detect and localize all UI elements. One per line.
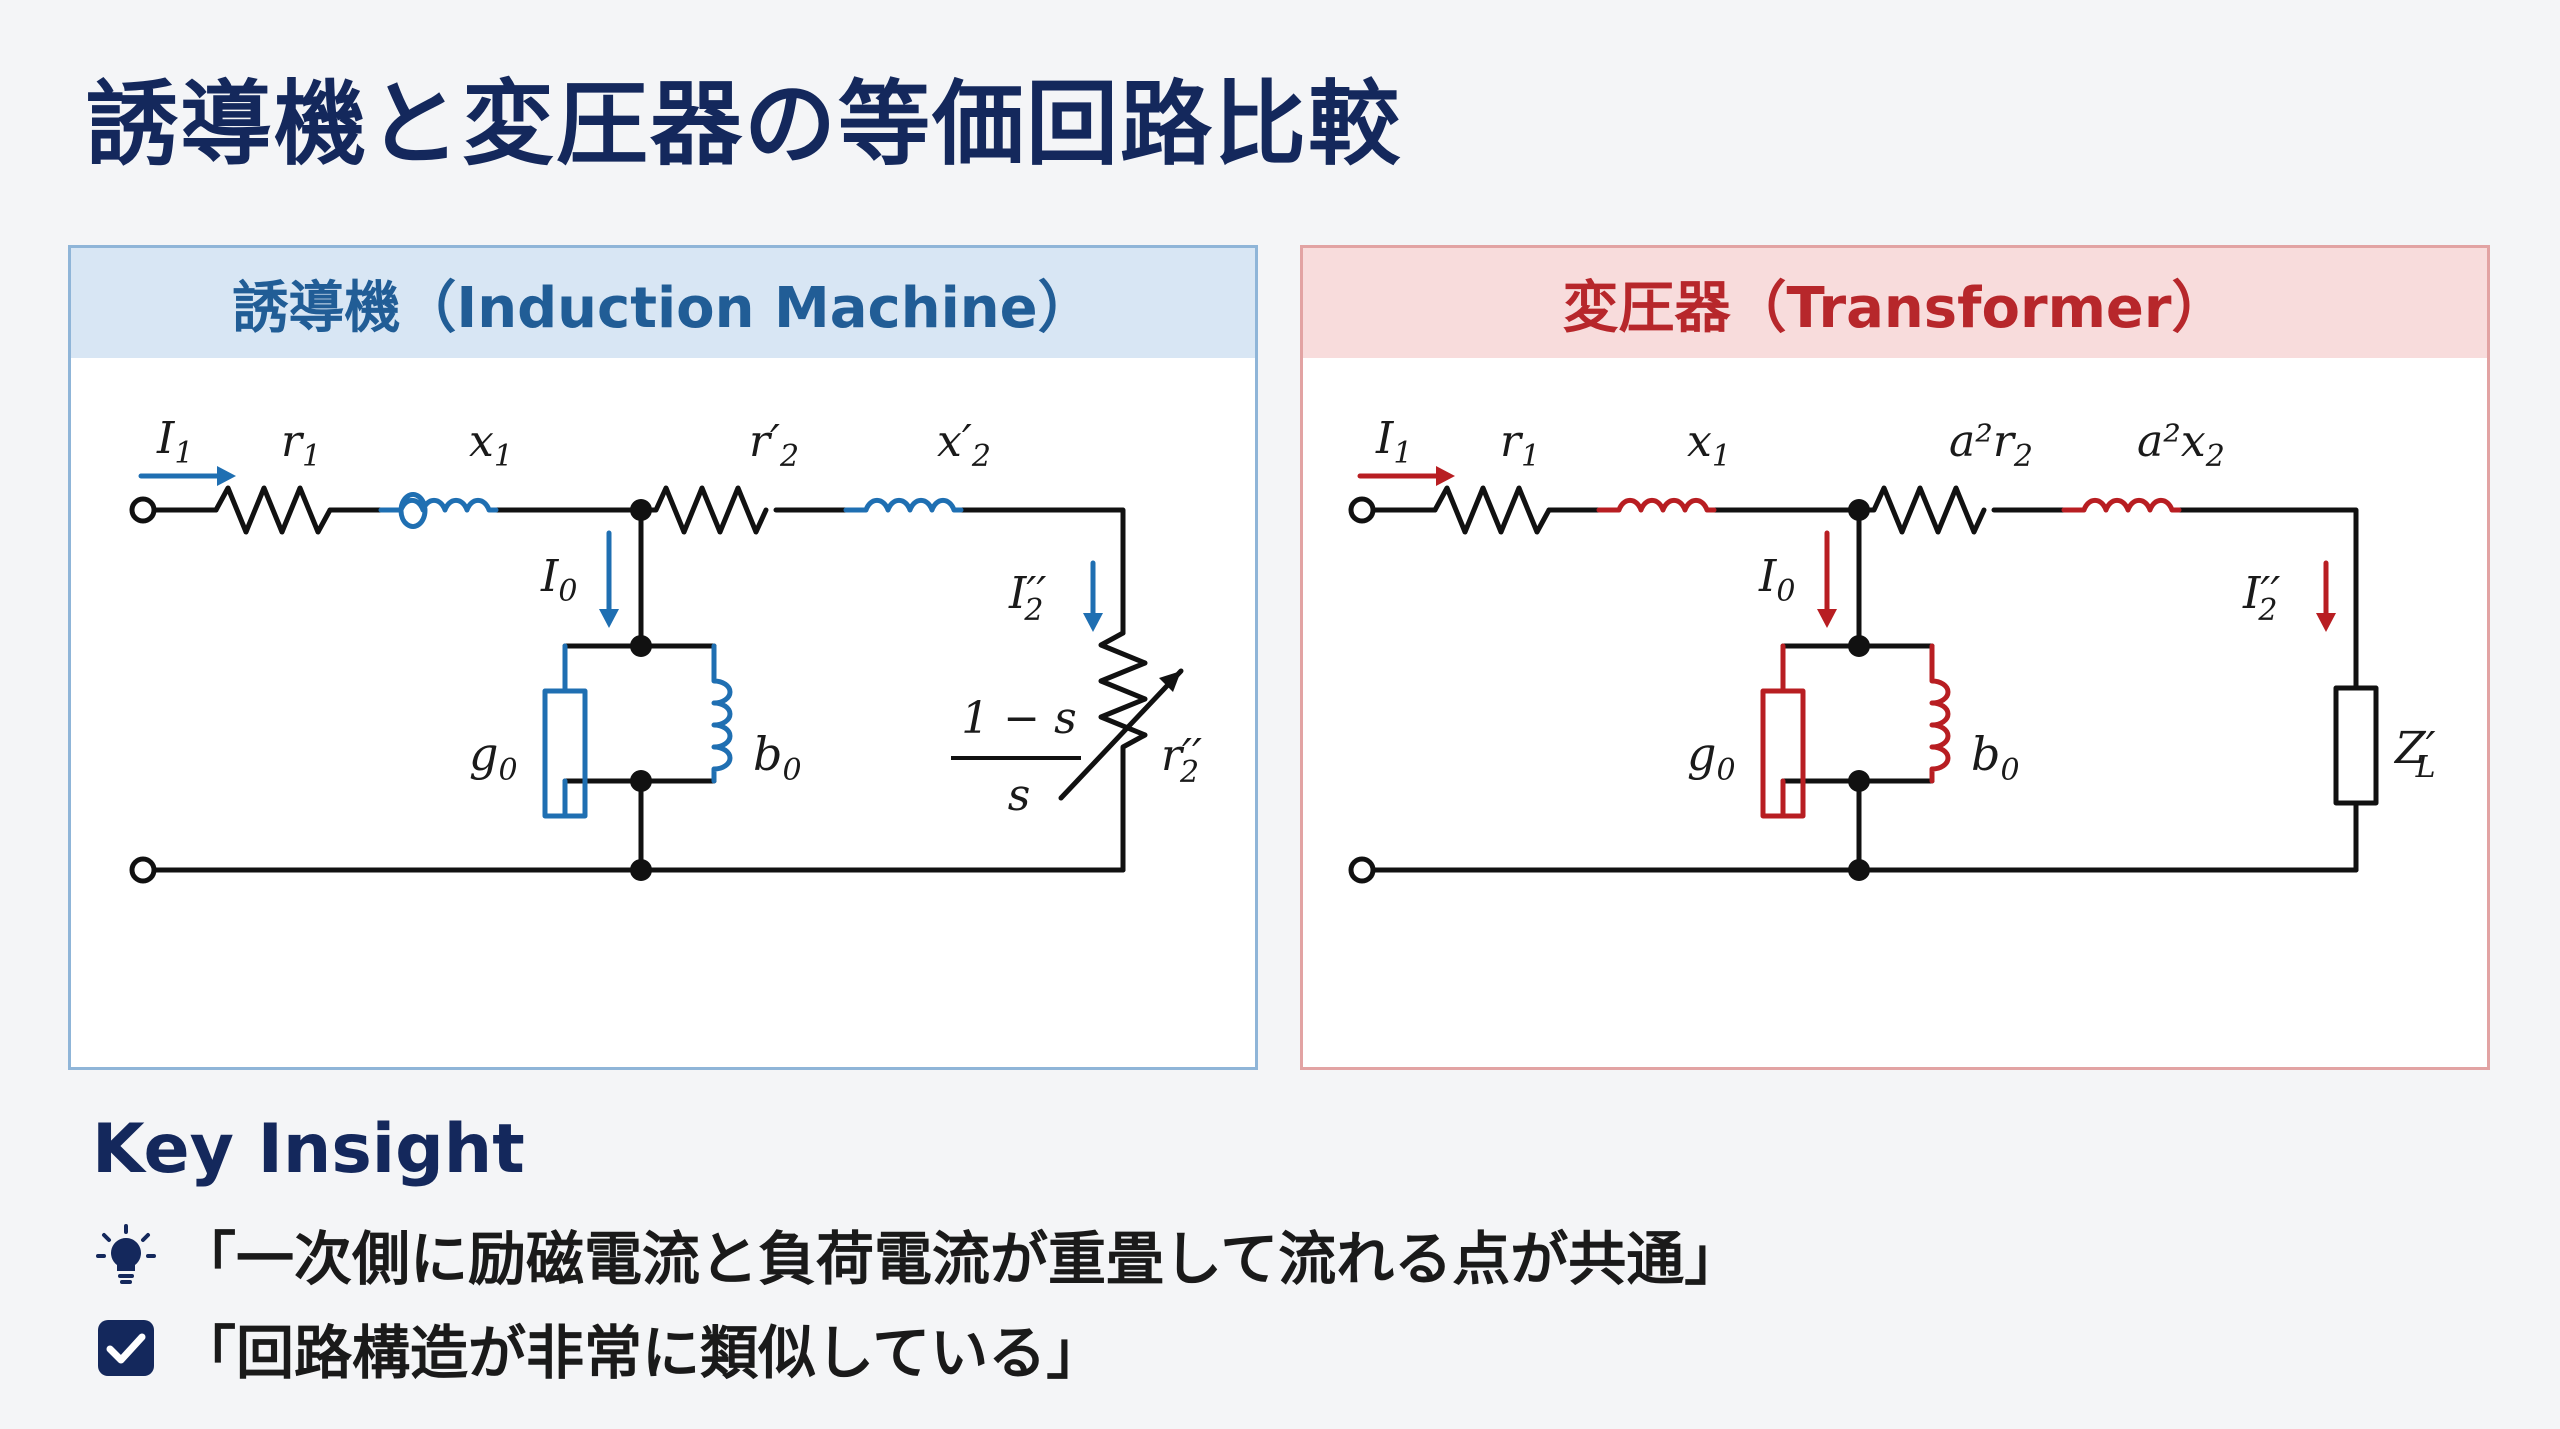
resistor-r1	[213, 485, 333, 535]
svg-text:g0: g0	[1687, 727, 1736, 788]
induction-circuit-diagram: I1 r1 x1 r′2 x′2 I0 I′′2 g0 b0 1 − s s r…	[129, 413, 1202, 884]
node-shunt-top	[630, 635, 652, 657]
i2-arrowhead	[1083, 613, 1103, 632]
svg-text:x′2: x′2	[937, 416, 991, 474]
induction-panel-header: 誘導機（Induction Machine）	[71, 248, 1255, 358]
svg-text:I1: I1	[156, 413, 193, 471]
svg-text:Z′L: Z′L	[2393, 723, 2436, 785]
svg-text:b0: b0	[1971, 727, 2020, 788]
transformer-circuit-diagram: I1 r1 x1 a²r2 a²x2 I0 I′′2 g0 b0 Z′L	[1348, 413, 2436, 884]
fraction-numerator: 1 − s	[961, 693, 1076, 744]
fraction-denominator: s	[1008, 770, 1031, 821]
node-bottom	[630, 859, 652, 881]
induction-machine-panel: 誘導機（Induction Machine）	[68, 245, 1258, 1070]
susceptance-b0	[1929, 643, 1951, 784]
svg-text:x1: x1	[1687, 416, 1731, 474]
conductance-g0	[1760, 688, 1806, 819]
svg-text:I′′2: I′′2	[2242, 568, 2280, 628]
svg-text:x1: x1	[469, 416, 513, 474]
variable-resistor	[1098, 630, 1148, 873]
key-insight-title: Key Insight	[92, 1110, 525, 1189]
svg-text:I′′2: I′′2	[1008, 568, 1046, 628]
transformer-panel-header: 変圧器（Transformer）	[1303, 248, 2487, 358]
svg-text:a²x2: a²x2	[2137, 416, 2225, 474]
i1-arrowhead	[217, 466, 236, 486]
inductor-x2	[843, 497, 964, 513]
transformer-panel: 変圧器（Transformer）	[1300, 245, 2490, 1070]
terminal-bottom	[129, 856, 157, 884]
conductance-g0	[542, 688, 588, 819]
svg-text:I1: I1	[1375, 413, 1412, 471]
svg-text:r′′2: r′′2	[1161, 730, 1202, 790]
svg-text:g0: g0	[469, 727, 518, 788]
inductor-x1	[378, 492, 499, 529]
lightbulb-icon	[92, 1220, 160, 1288]
page-title: 誘導機と変圧器の等価回路比較	[86, 71, 1403, 178]
insight-text: 「一次側に励磁電流と負荷電流が重畳して流れる点が共通」	[178, 1225, 1743, 1293]
i0-arrowhead	[599, 609, 619, 628]
resistor-r2	[638, 485, 769, 535]
svg-text:a²r2: a²r2	[1949, 416, 2033, 474]
svg-text:I0: I0	[540, 551, 577, 609]
svg-text:r1: r1	[281, 416, 321, 474]
node-top	[630, 499, 652, 521]
load-impedance-zl	[2333, 685, 2379, 806]
svg-text:r′2: r′2	[749, 416, 799, 474]
insight-text: 「回路構造が非常に類似している」	[178, 1319, 1105, 1387]
susceptance-b0	[711, 643, 733, 784]
svg-text:b0: b0	[753, 727, 802, 788]
resistor-r2	[1856, 485, 1987, 535]
insight-item: 「一次側に励磁電流と負荷電流が重畳して流れる点が共通」	[92, 1212, 1742, 1296]
resistor-r1	[1432, 485, 1552, 535]
variable-arrow	[1058, 668, 1184, 801]
inductor-x1	[1596, 497, 1717, 513]
svg-text:r1: r1	[1500, 416, 1540, 474]
checkbox-icon	[92, 1314, 160, 1382]
svg-text:I0: I0	[1758, 551, 1795, 609]
wire-x2-right	[958, 507, 1126, 636]
insight-item: 「回路構造が非常に類似している」	[92, 1306, 1104, 1390]
inductor-x2	[2061, 497, 2182, 513]
node-shunt-bottom	[630, 770, 652, 792]
terminal-top	[129, 496, 157, 524]
